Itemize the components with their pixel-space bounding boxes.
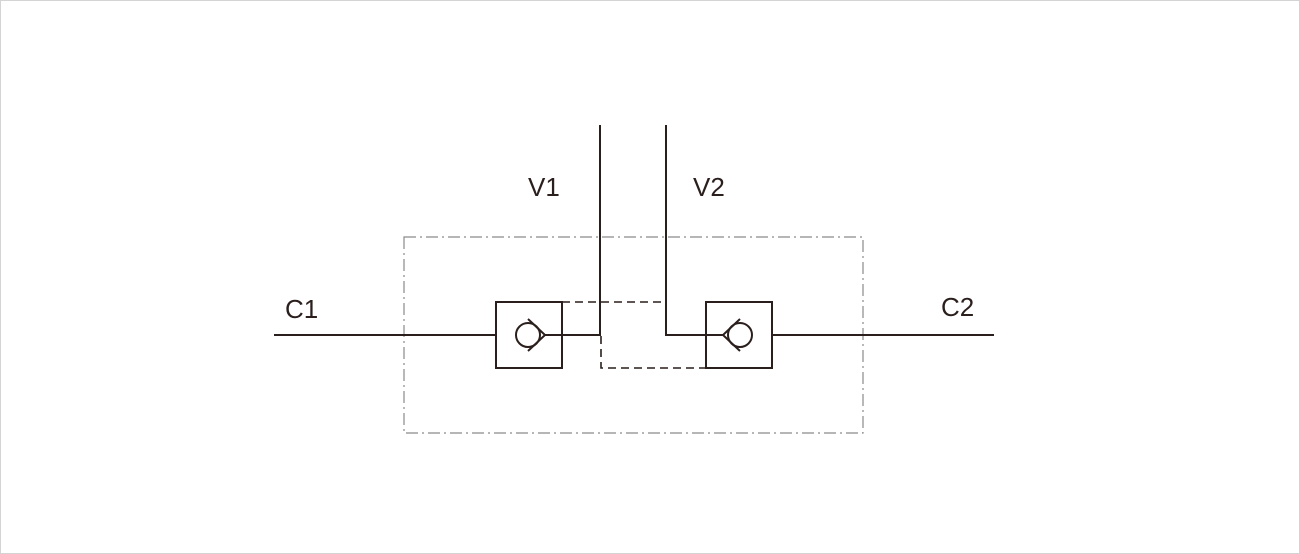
check-valve-1-ball-icon: [515, 322, 541, 348]
port-c2-label: C2: [941, 292, 974, 322]
check-valve-2: [705, 301, 773, 369]
port-v1-label: V1: [528, 172, 560, 202]
pilot-line-lower: [600, 336, 706, 369]
check-valve-1: [495, 301, 563, 369]
port-v2-label: V2: [693, 172, 725, 202]
port-c1-label: C1: [285, 294, 318, 324]
check-valve-2-ball-icon: [727, 322, 753, 348]
